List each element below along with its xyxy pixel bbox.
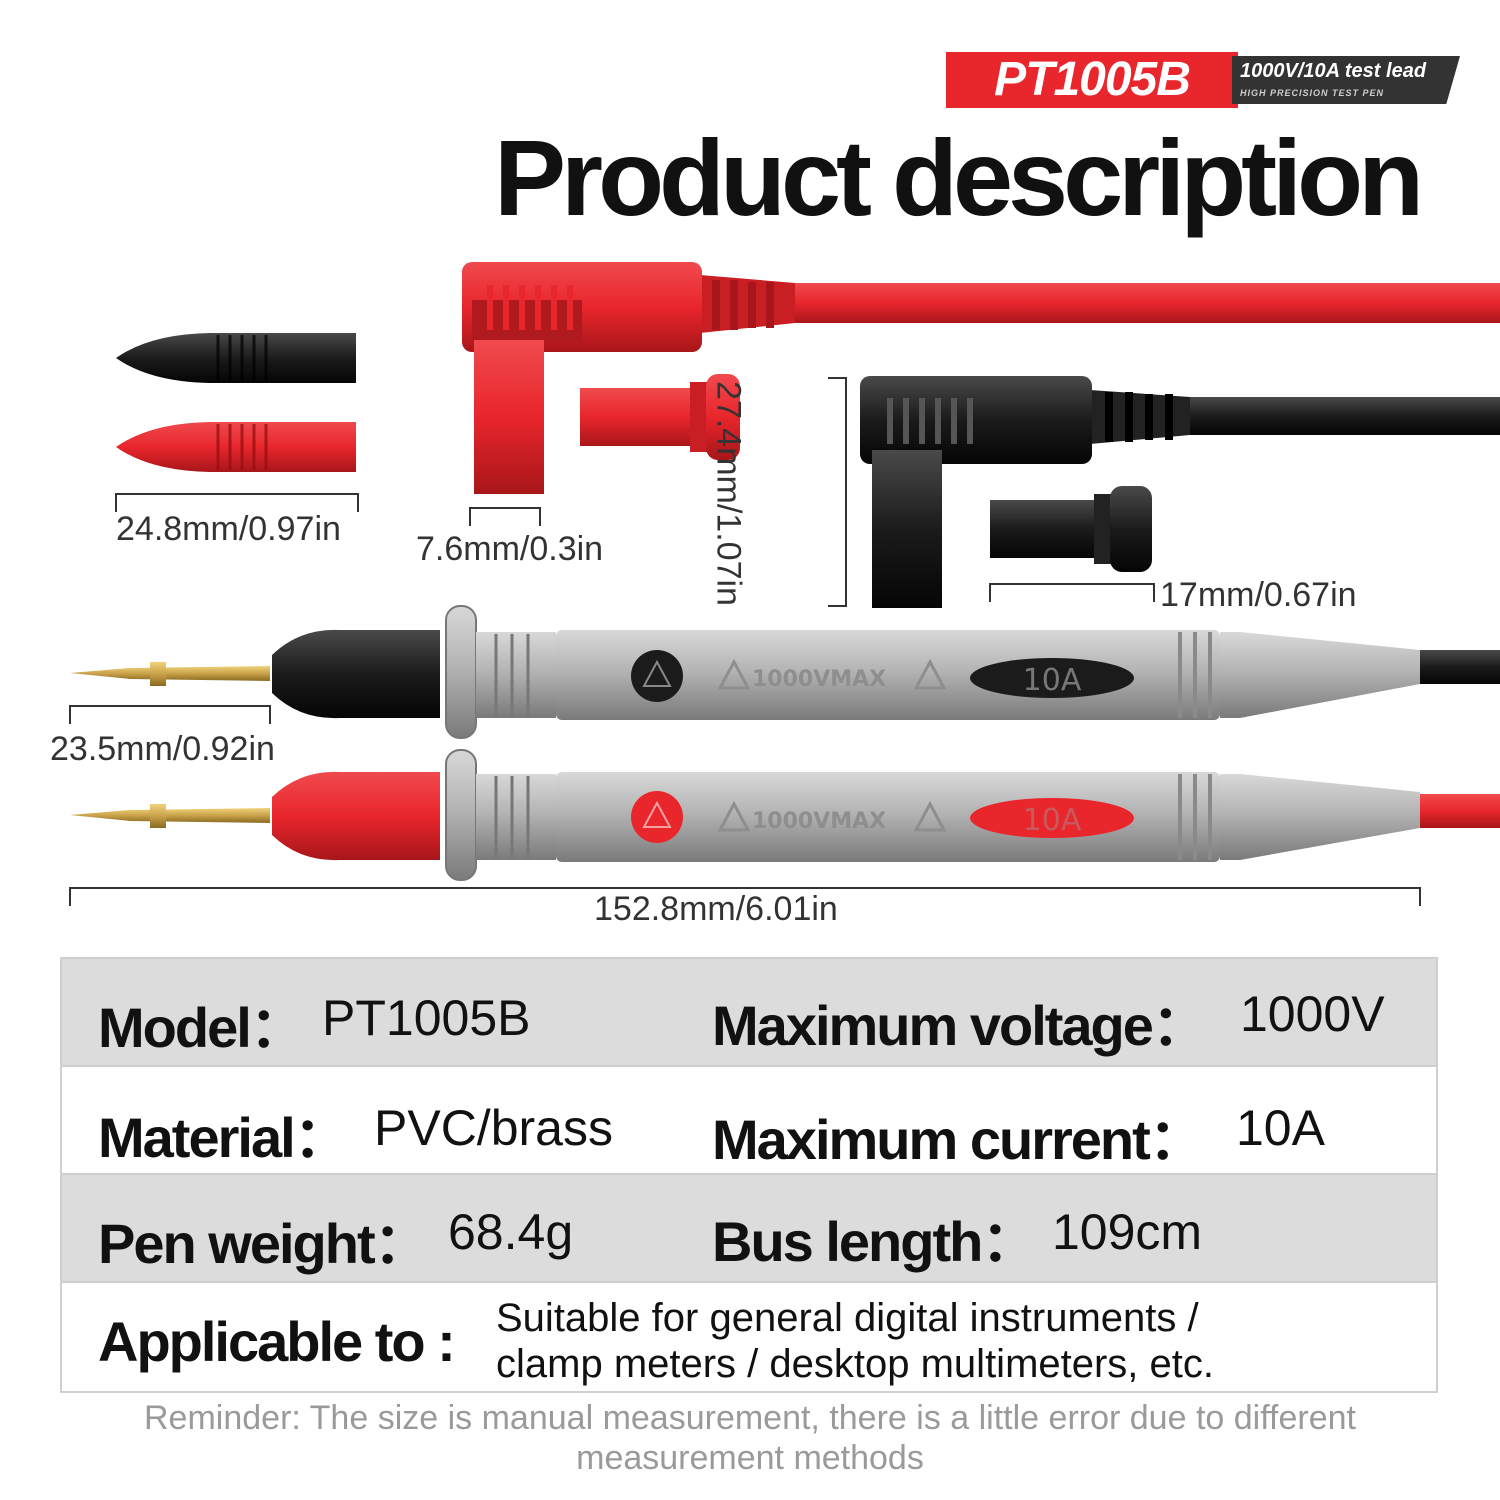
red-tip-cap — [116, 422, 356, 472]
tip-cap-dimension-bracket — [115, 493, 359, 512]
spec-table: Model： PT1005B Maximum voltage： 1000V Ma… — [60, 957, 1438, 1393]
black-probe — [70, 605, 1500, 739]
bus-length-label: Bus length： — [712, 1210, 1037, 1273]
badge-model: PT1005B — [946, 52, 1238, 108]
measurement-reminder: Reminder: The size is manual measurement… — [40, 1398, 1460, 1478]
red-probe — [70, 749, 1500, 881]
applicable-line-1: Suitable for general digital instruments… — [496, 1296, 1199, 1340]
reminder-line-1: Reminder: The size is manual measurement… — [144, 1399, 1356, 1437]
model-label: Model： — [98, 996, 306, 1059]
reminder-line-2: measurement methods — [576, 1439, 924, 1477]
page-title: Product description — [494, 117, 1424, 238]
badge-subtitle-panel: 1000V/10A test lead HIGH PRECISION TEST … — [1232, 56, 1460, 104]
plug-height-dimension-label: 27.4mm/1.07in — [709, 381, 748, 606]
red-probe-current-label: 10A — [1023, 803, 1082, 838]
black-probe-voltage-label: 1000VMAX — [752, 667, 886, 692]
spec-row-material: Material： PVC/brass Maximum current： 10A — [62, 1067, 1436, 1175]
black-angled-plug — [860, 376, 1500, 608]
material-value: PVC/brass — [374, 1100, 613, 1156]
spec-row-model: Model： PT1005B Maximum voltage： 1000V — [62, 959, 1436, 1067]
applicable-line-2: clamp meters / desktop multimeters, etc. — [496, 1342, 1215, 1386]
red-plug-cap — [580, 374, 740, 460]
black-probe-current-label: 10A — [1023, 663, 1082, 698]
pen-weight-value: 68.4g — [448, 1204, 574, 1260]
red-probe-voltage-label: 1000VMAX — [752, 809, 886, 834]
pen-weight-label: Pen weight： — [98, 1212, 430, 1275]
applicable-label: Applicable to : — [98, 1310, 456, 1373]
plug-cap-dimension-label: 17mm/0.67in — [1160, 576, 1357, 614]
product-illustration: 10A 1000VMAX 10A 1000VMAX — [69, 262, 1500, 906]
black-probe-warning-icons — [717, 658, 947, 690]
probe-tip-dimension-label: 23.5mm/0.92in — [50, 730, 275, 768]
pen-length-dimension-bracket — [69, 887, 1421, 906]
material-label: Material： — [98, 1106, 350, 1169]
red-angled-plug — [462, 262, 1500, 494]
max-voltage-value: 1000V — [1240, 986, 1385, 1042]
spec-row-weight: Pen weight： 68.4g Bus length： 109cm — [62, 1175, 1436, 1283]
probe-tip-dimension-bracket — [69, 705, 271, 724]
tip-cap-dimension-label: 24.8mm/0.97in — [116, 510, 341, 548]
badge-rating: 1000V/10A test lead — [1240, 60, 1427, 82]
max-voltage-label: Maximum voltage： — [712, 994, 1208, 1057]
badge-tagline: HIGH PRECISION TEST PEN — [1240, 88, 1385, 98]
max-current-value: 10A — [1236, 1100, 1325, 1156]
max-current-label: Maximum current： — [712, 1108, 1205, 1171]
pen-length-dimension-label: 152.8mm/6.01in — [594, 890, 838, 928]
red-probe-warning-icons — [717, 800, 947, 832]
spec-row-applicable: Applicable to : Suitable for general dig… — [62, 1283, 1436, 1393]
model-badge: PT1005B 1000V/10A test lead HIGH PRECISI… — [946, 52, 1462, 108]
black-plug-height-bracket — [828, 377, 1155, 607]
plug-diameter-dimension-label: 7.6mm/0.3in — [416, 530, 604, 568]
bus-length-value: 109cm — [1052, 1204, 1203, 1260]
black-tip-cap — [116, 333, 356, 383]
black-plug-cap — [990, 486, 1152, 572]
red-plug-dimension-bracket — [469, 507, 541, 526]
model-value: PT1005B — [322, 990, 531, 1046]
